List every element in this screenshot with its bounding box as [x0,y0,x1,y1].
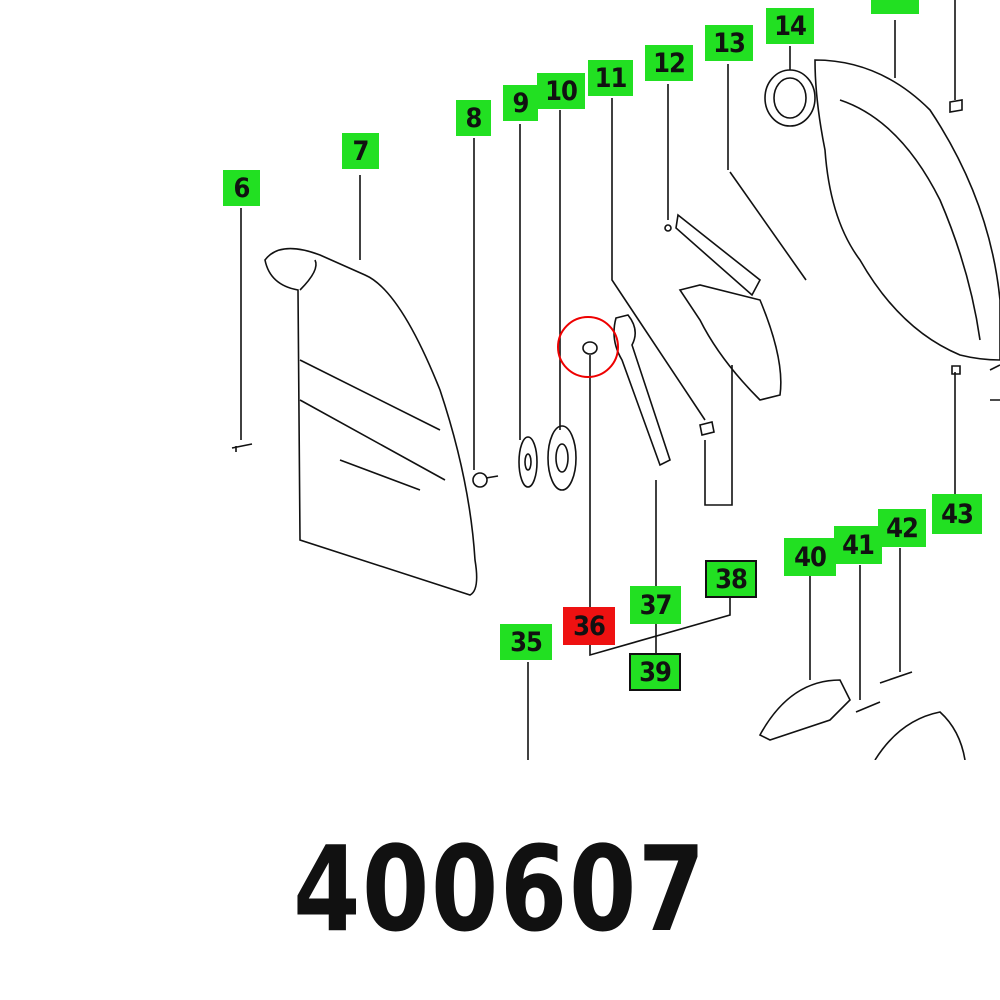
callout-35[interactable]: 35 [500,624,552,660]
callout-label: 37 [639,589,673,621]
callout-label: 43 [941,498,974,530]
callout-label: 9 [512,87,530,119]
callout-7[interactable]: 7 [342,133,379,169]
callout-label: 8 [465,102,483,134]
callout-36-highlighted[interactable]: 36 [563,607,615,645]
callout-label: 41 [842,529,875,561]
callout-label: 40 [794,541,827,573]
callout-label: 13 [713,27,746,59]
highlight-circle [557,316,619,378]
callout-8[interactable]: 8 [456,100,491,136]
callout-label: 6 [233,172,251,204]
callout-label: 36 [573,610,606,642]
callout-label: 38 [715,563,748,595]
callout-11[interactable]: 11 [588,60,633,96]
callout-label: 15 [879,0,912,6]
callout-43[interactable]: 43 [932,494,982,534]
callout-label: 10 [545,75,578,107]
diagram-drawing [231,0,1000,760]
callout-39[interactable]: 39 [629,653,681,691]
callout-label: 42 [886,512,919,544]
callout-9[interactable]: 9 [503,85,538,121]
exploded-parts-diagram: 6 7 8 9 10 11 12 13 14 15 35 36 37 38 39… [223,0,1000,760]
callout-14[interactable]: 14 [766,8,814,44]
callout-label: 35 [510,626,543,658]
callout-label: 12 [653,47,686,79]
callout-40[interactable]: 40 [784,538,836,576]
callout-38[interactable]: 38 [705,560,757,598]
callout-label: 14 [774,10,807,42]
callout-label: 39 [639,656,672,688]
callout-13[interactable]: 13 [705,25,753,61]
callout-label: 11 [594,62,628,94]
callout-15[interactable]: 15 [871,0,919,14]
callout-37[interactable]: 37 [630,586,681,624]
callout-6[interactable]: 6 [223,170,260,206]
callout-42[interactable]: 42 [878,509,926,547]
part-number: 400607 [293,820,707,958]
callout-10[interactable]: 10 [537,73,585,109]
callout-41[interactable]: 41 [834,526,882,564]
callout-12[interactable]: 12 [645,45,693,81]
callout-label: 7 [352,135,370,167]
